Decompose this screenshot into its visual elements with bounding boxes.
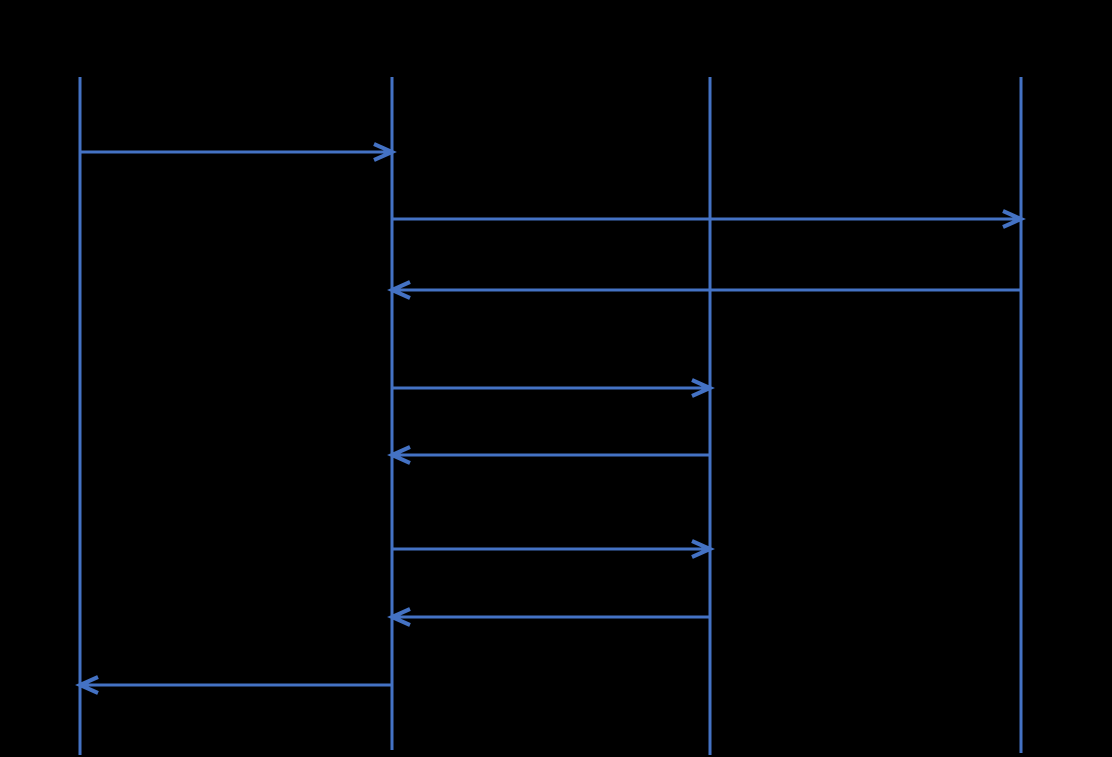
message-arrow-3 [387,280,1021,300]
message-arrow-7 [387,607,710,627]
arrowhead-icon [1002,209,1026,229]
arrowhead-icon [387,445,411,465]
arrowhead-icon [691,378,715,398]
message-arrow-5 [387,445,710,465]
message-arrow-1 [80,142,397,162]
message-arrow-2 [392,209,1026,229]
message-arrow-8 [75,675,392,695]
arrowhead-icon [75,675,99,695]
message-arrow-4 [392,378,715,398]
arrowhead-icon [387,607,411,627]
arrowhead-icon [373,142,397,162]
arrowhead-icon [691,539,715,559]
message-arrow-6 [392,539,715,559]
arrowhead-icon [387,280,411,300]
